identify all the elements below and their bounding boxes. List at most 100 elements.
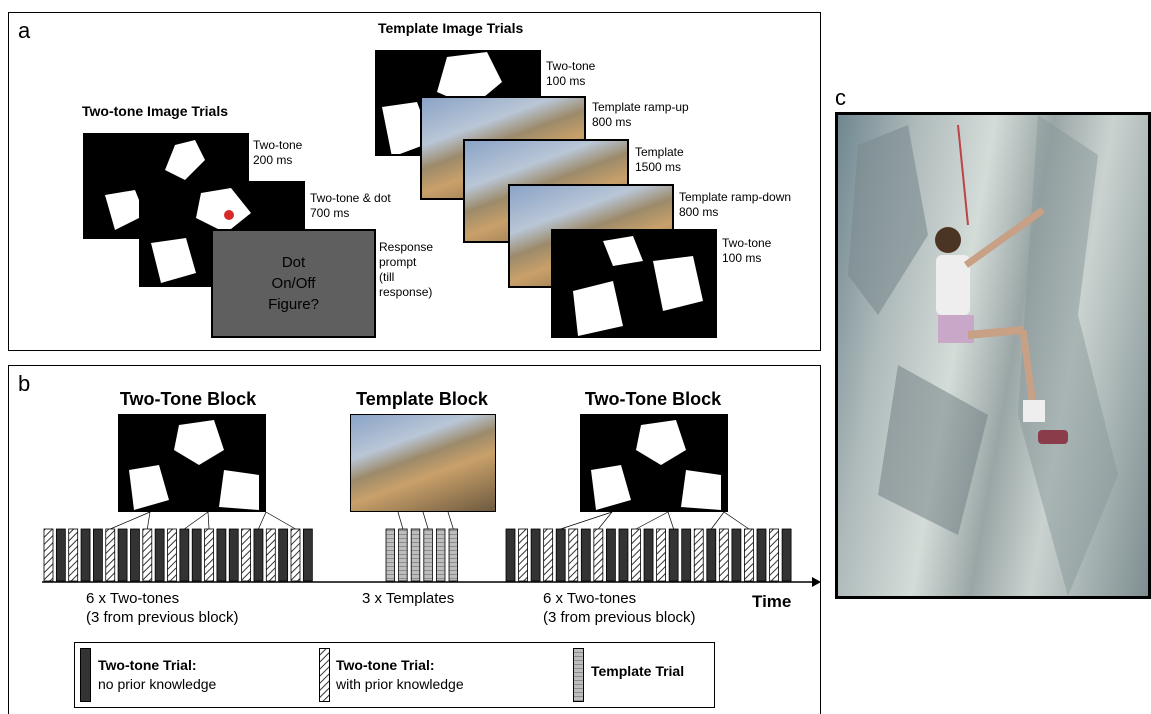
trial-bar-template [398,528,408,582]
connector-line [422,511,429,530]
connector-line [560,511,613,530]
trial-bar-with-prior [204,528,214,582]
legend-item-1-subtitle: no prior knowledge [98,676,217,692]
panel-c-letter: c [835,85,846,110]
trial-bar-with-prior [241,528,252,582]
prompt-line-1: Dot [281,254,306,271]
connector-line [723,511,750,530]
trial-bar-no-prior [216,528,227,582]
trial-bar-with-prior [656,528,666,582]
connector-line [635,511,669,530]
block-3-caption: 6 x Two-tones (3 from previous block) [543,590,696,626]
right-step-2-caption: Template ramp-up 800 ms [592,100,689,129]
trial-bar-no-prior [618,528,629,582]
climber-photo [835,112,1151,599]
trial-bar-no-prior [80,528,91,582]
trial-bar-no-prior [756,528,767,582]
trial-bar-with-prior [43,528,54,582]
trial-bar-no-prior [55,528,66,582]
connector-line [265,511,296,530]
block-1-thumbnail [118,414,266,512]
right-step-3-caption: Template 1500 ms [635,145,684,174]
connector-line [146,511,151,530]
trial-bar-with-prior [265,528,276,582]
trial-bar-no-prior [781,528,792,582]
connector-line [598,511,613,530]
connector-line [258,511,267,530]
left-step-2-caption: Two-tone & dot 700 ms [310,191,391,220]
prompt-line-3: Figure? [268,296,319,313]
block-2-title: Template Block [356,389,488,409]
legend-item-2: Two-tone Trial: with prior knowledge [336,656,464,694]
block-3-thumbnail [580,414,728,512]
trial-bar-no-prior [93,528,103,582]
red-dot [224,210,234,220]
right-step-4-caption: Template ramp-down 800 ms [679,190,792,219]
trial-bar-with-prior [744,528,754,582]
trial-bar-with-prior [518,528,528,582]
trial-bar-no-prior [606,528,616,582]
panel-a [8,12,821,351]
trial-bar-no-prior [154,528,165,582]
legend-item-3-title: Template Trial [591,663,685,679]
panel-b-letter: b [18,371,31,396]
trial-timeline [42,511,821,587]
connector-line [447,511,454,530]
connector-line [207,511,210,530]
prompt-line-2: On/Off [271,275,316,292]
trial-bar-no-prior [580,528,591,582]
trial-bar-no-prior [530,528,541,582]
trial-bar-with-prior [769,528,779,582]
block-2-caption: 3 x Templates [362,590,455,607]
time-label: Time [752,592,792,611]
trial-bar-no-prior [179,528,190,582]
right-step-1-caption: Two-tone 100 ms [546,59,596,88]
trial-bar-with-prior [693,528,704,582]
trial-bar-with-prior [68,528,79,582]
trial-bar-template [410,528,421,582]
block-1-caption: 6 x Two-tones (3 from previous block) [86,590,239,626]
connector-line [110,511,151,530]
trial-bar-no-prior [731,528,742,582]
trial-bar-with-prior [142,528,153,582]
legend-swatch-template [573,648,584,702]
legend [74,642,715,708]
legend-item-2-title: Two-tone Trial: [336,657,435,673]
trial-bar-with-prior [631,528,641,582]
right-step-5-caption: Two-tone 100 ms [722,236,772,265]
connector-line [667,511,674,530]
trial-bar-no-prior [191,528,202,582]
trial-bar-no-prior [706,528,717,582]
block-2-thumbnail [350,414,496,512]
legend-item-3: Template Trial [591,662,684,681]
right-twotone-frame-2 [551,229,717,338]
connector-line [184,511,209,530]
trial-bar-no-prior [117,528,128,582]
connector-line [711,511,725,530]
trial-bar-with-prior [105,528,116,582]
left-step-3-caption: Response prompt (till response) [379,240,434,299]
trial-bar-with-prior [290,528,301,582]
block-1-title: Two-Tone Block [119,389,257,409]
trial-bar-template [448,528,459,582]
trial-bar-with-prior [167,528,177,582]
left-trials-title: Two-tone Image Trials [82,103,228,119]
trial-bar-no-prior [278,528,289,582]
trial-bar-with-prior [543,528,554,582]
left-step-1-caption: Two-tone 200 ms [253,138,303,167]
response-prompt-frame: Dot On/Off Figure? [211,229,376,338]
trial-bar-with-prior [568,528,579,582]
panel-b [8,365,821,714]
trial-bar-no-prior [302,528,313,582]
connector-line [397,511,404,530]
trial-bar-template [423,528,433,582]
time-axis-arrowhead [812,577,821,587]
right-trials-title: Template Image Trials [378,20,524,36]
trial-bar-no-prior [668,528,679,582]
trial-bar-template [385,528,396,582]
legend-swatch-no-prior [80,648,91,702]
trial-bar-with-prior [718,528,729,582]
trial-bar-with-prior [593,528,604,582]
trial-bar-no-prior [505,528,516,582]
legend-item-1-title: Two-tone Trial: [98,657,197,673]
